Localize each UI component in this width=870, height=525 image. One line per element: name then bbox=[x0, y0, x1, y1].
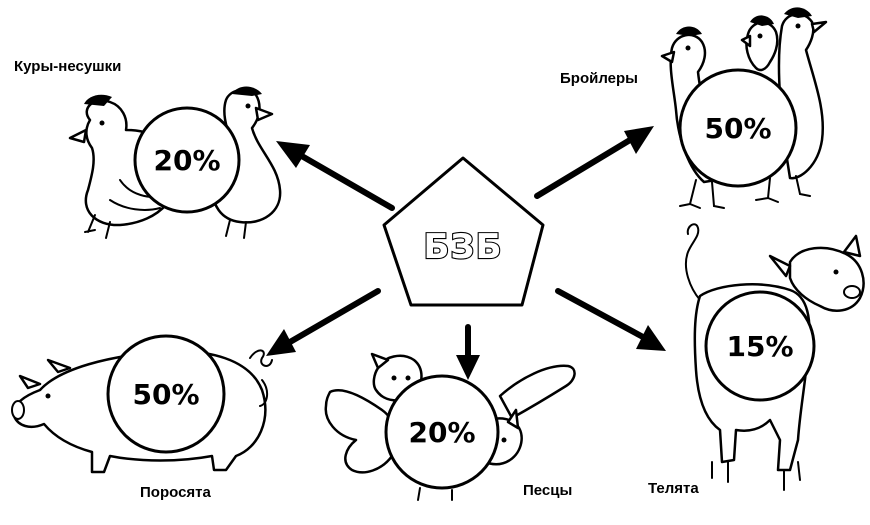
foxes-percent: 20% bbox=[408, 416, 475, 449]
calves-percent: 15% bbox=[726, 330, 793, 363]
layers-label: Куры-несушки bbox=[14, 58, 121, 75]
piglets-percent: 50% bbox=[132, 378, 199, 411]
center-label: БЗБ bbox=[424, 227, 503, 267]
arrow-to-broilers bbox=[537, 126, 654, 196]
arrow-to-piglets bbox=[266, 291, 378, 356]
broilers-percent: 50% bbox=[704, 112, 771, 145]
broilers-label: Бройлеры bbox=[560, 70, 638, 87]
center-pentagon: БЗБ bbox=[384, 158, 543, 305]
arrow-to-layers bbox=[276, 141, 392, 208]
arrow-to-calves bbox=[558, 291, 666, 351]
foxes-label: Песцы bbox=[523, 482, 572, 499]
calves-label: Телята bbox=[648, 480, 699, 497]
layers-percent: 20% bbox=[153, 144, 220, 177]
piglets-label: Поросята bbox=[140, 484, 211, 501]
arrow-to-foxes bbox=[456, 327, 480, 380]
